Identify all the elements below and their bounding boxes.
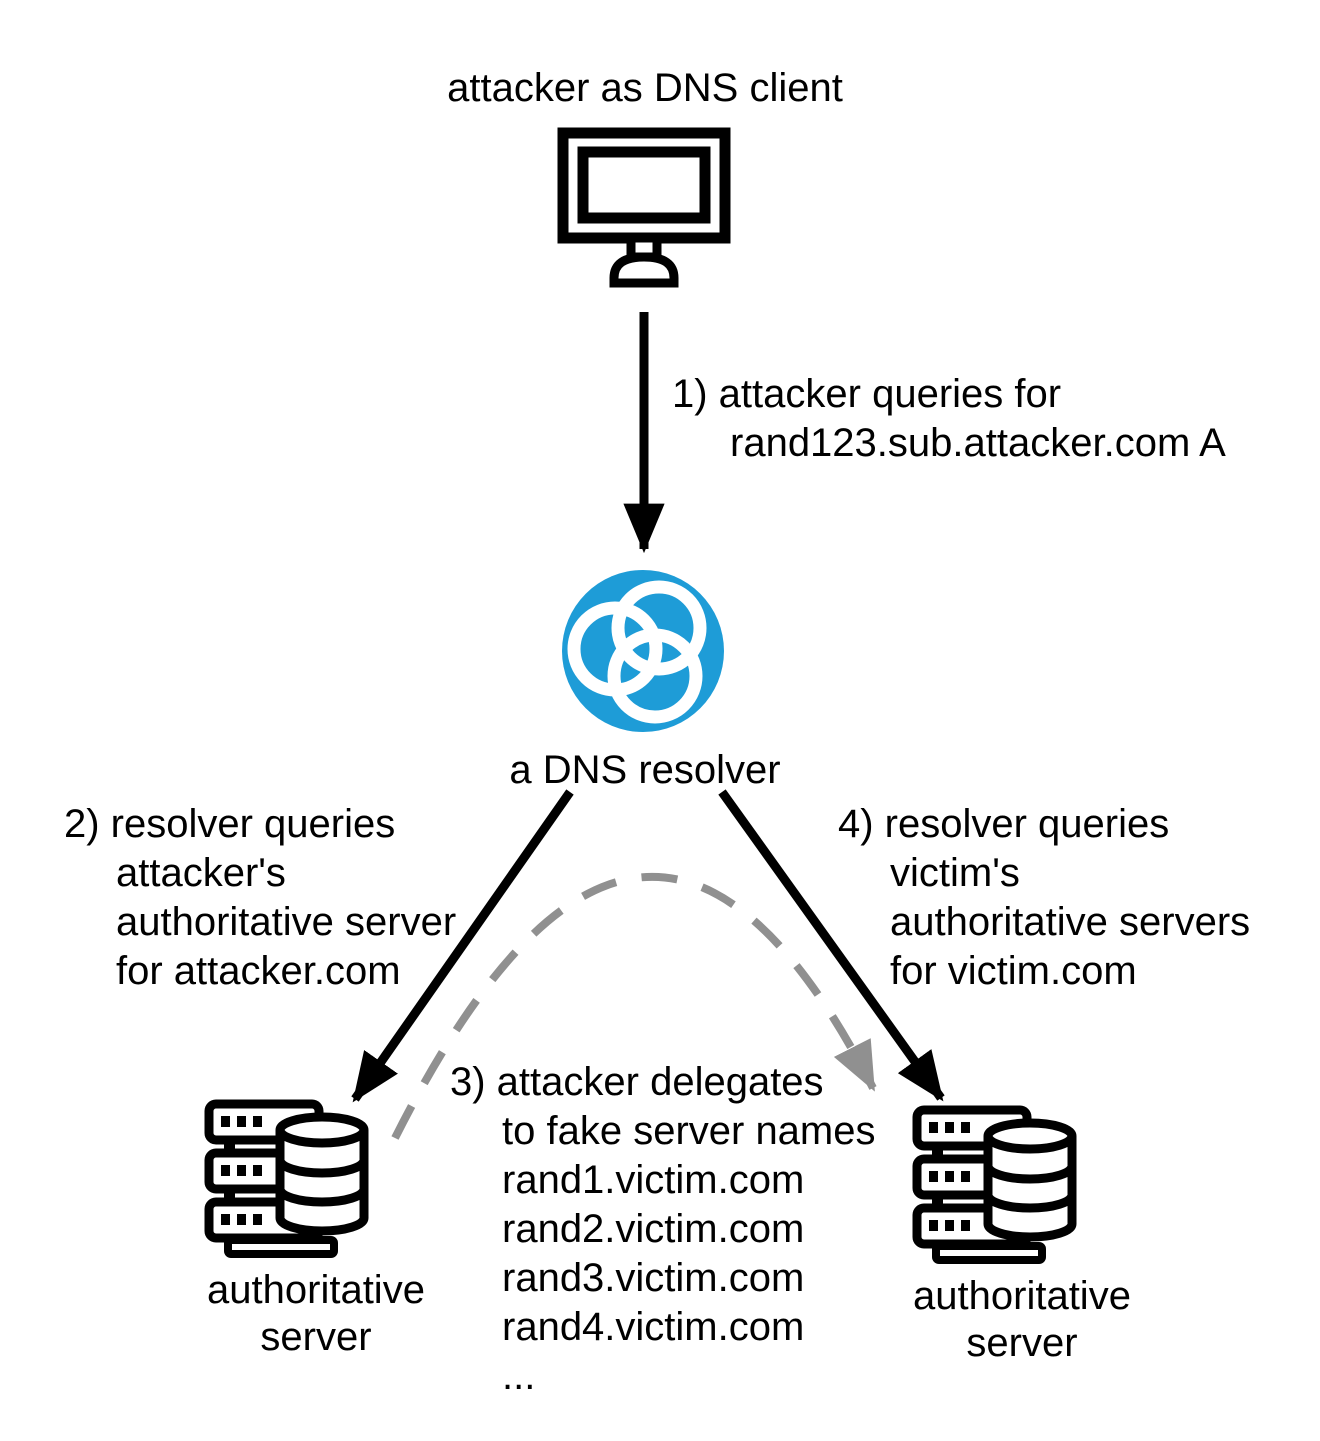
label-line: authoritative server [116,900,457,944]
computer-monitor-icon [557,127,731,288]
label-line: victim's [890,851,1020,895]
label-line: rand4.victim.com [502,1305,805,1349]
step2-label: 2) resolver queries attacker's authorita… [64,800,456,996]
attacker-client-label: attacker as DNS client [447,66,843,110]
step3-dashed-arrow [391,872,877,1140]
label-line: authoritative servers [890,900,1251,944]
left-server-label: authoritative server [141,1267,491,1361]
server-database-icon [912,1105,1077,1264]
step2-arrow [351,789,574,1103]
label-line: 2) resolver queries [64,802,396,846]
label-line: rand3.victim.com [502,1256,805,1300]
right-server-label: authoritative server [847,1273,1197,1367]
label-line: ... [502,1354,536,1398]
label-line: 1) attacker queries for [672,372,1062,416]
label-line: rand1.victim.com [502,1158,805,1202]
resolver-label: a DNS resolver [509,748,781,792]
step1-label: 1) attacker queries for rand123.sub.atta… [672,370,1226,468]
label-line: 3) attacker delegates [450,1060,824,1104]
label-line: server [260,1315,372,1359]
label-line: authoritative [207,1268,425,1312]
label-line: to fake server names [502,1109,876,1153]
server-database-icon [204,1099,369,1258]
label-line: for attacker.com [116,949,401,993]
step3-label: 3) attacker delegates to fake server nam… [450,1058,876,1401]
dns-resolver-icon [562,570,724,732]
label-line: authoritative [913,1274,1131,1318]
step4-label: 4) resolver queries victim's authoritati… [838,800,1250,996]
label-line: rand2.victim.com [502,1207,805,1251]
label-line: for victim.com [890,949,1137,993]
label-line: attacker's [116,851,286,895]
label-line: server [966,1321,1078,1365]
step4-arrow [718,789,945,1102]
label-line: rand123.sub.attacker.com A [730,421,1226,465]
label-line: 4) resolver queries [838,802,1170,846]
